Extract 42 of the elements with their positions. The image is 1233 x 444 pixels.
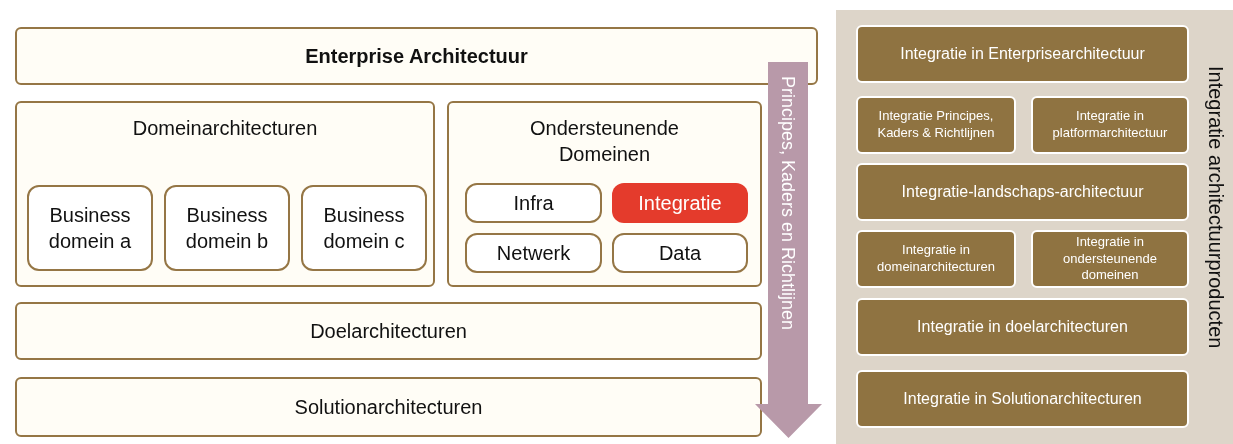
box-label: Business domein b xyxy=(184,203,270,254)
box-label: Doelarchitecturen xyxy=(309,319,468,344)
domain-box xyxy=(164,185,290,271)
box-label: Business domein c xyxy=(322,203,406,254)
box-label: Integratie xyxy=(637,191,723,216)
domain-group-box xyxy=(447,101,762,287)
domain-box xyxy=(301,185,427,271)
box-label: Enterprise Architectuur xyxy=(304,44,529,69)
box-label: Integratie Principes, Kaders & Richtlijnen xyxy=(876,108,996,142)
domain-box xyxy=(27,185,153,271)
product-box xyxy=(856,25,1189,83)
arrow-label: Principes, Kaders en Richtlijnen xyxy=(777,76,798,331)
box-label: Integratie in platformarchitectuur xyxy=(1051,108,1169,142)
highlighted-domain-box xyxy=(612,183,748,223)
box-label: Integratie-landschaps-architectuur xyxy=(900,181,1145,202)
box-label: Business domein a xyxy=(47,203,133,254)
product-box xyxy=(856,230,1016,288)
box-label: Integratie in domeinarchitecturen xyxy=(876,242,996,276)
box-label: Netwerk xyxy=(495,241,572,266)
box-label: Integratie in ondersteunende domeinen xyxy=(1062,233,1158,285)
group-title: Ondersteunende Domeinen xyxy=(529,116,680,167)
product-box xyxy=(1031,96,1189,154)
domain-box xyxy=(465,183,602,223)
box-label: Solutionarchitecturen xyxy=(293,395,484,420)
side-panel xyxy=(836,10,1233,444)
product-box xyxy=(856,370,1189,428)
product-box xyxy=(1031,230,1189,288)
box-label: Integratie in Solutionarchitecturen xyxy=(902,388,1143,409)
box-label: Infra xyxy=(512,191,555,216)
layer-box xyxy=(15,302,762,360)
domain-box xyxy=(465,233,602,273)
product-box xyxy=(856,163,1189,221)
domain-box xyxy=(612,233,748,273)
group-title: Domeinarchitecturen xyxy=(132,116,318,141)
box-label: Integratie in doelarchitecturen xyxy=(916,316,1129,337)
product-box xyxy=(856,96,1016,154)
product-box xyxy=(856,298,1189,356)
box-label: Data xyxy=(657,241,703,266)
box-label: Integratie in Enterprisearchitectuur xyxy=(899,43,1146,64)
layer-box xyxy=(15,377,762,437)
panel-title: Integratie architectuurproducten xyxy=(1204,66,1227,349)
domain-group-box xyxy=(15,101,435,287)
